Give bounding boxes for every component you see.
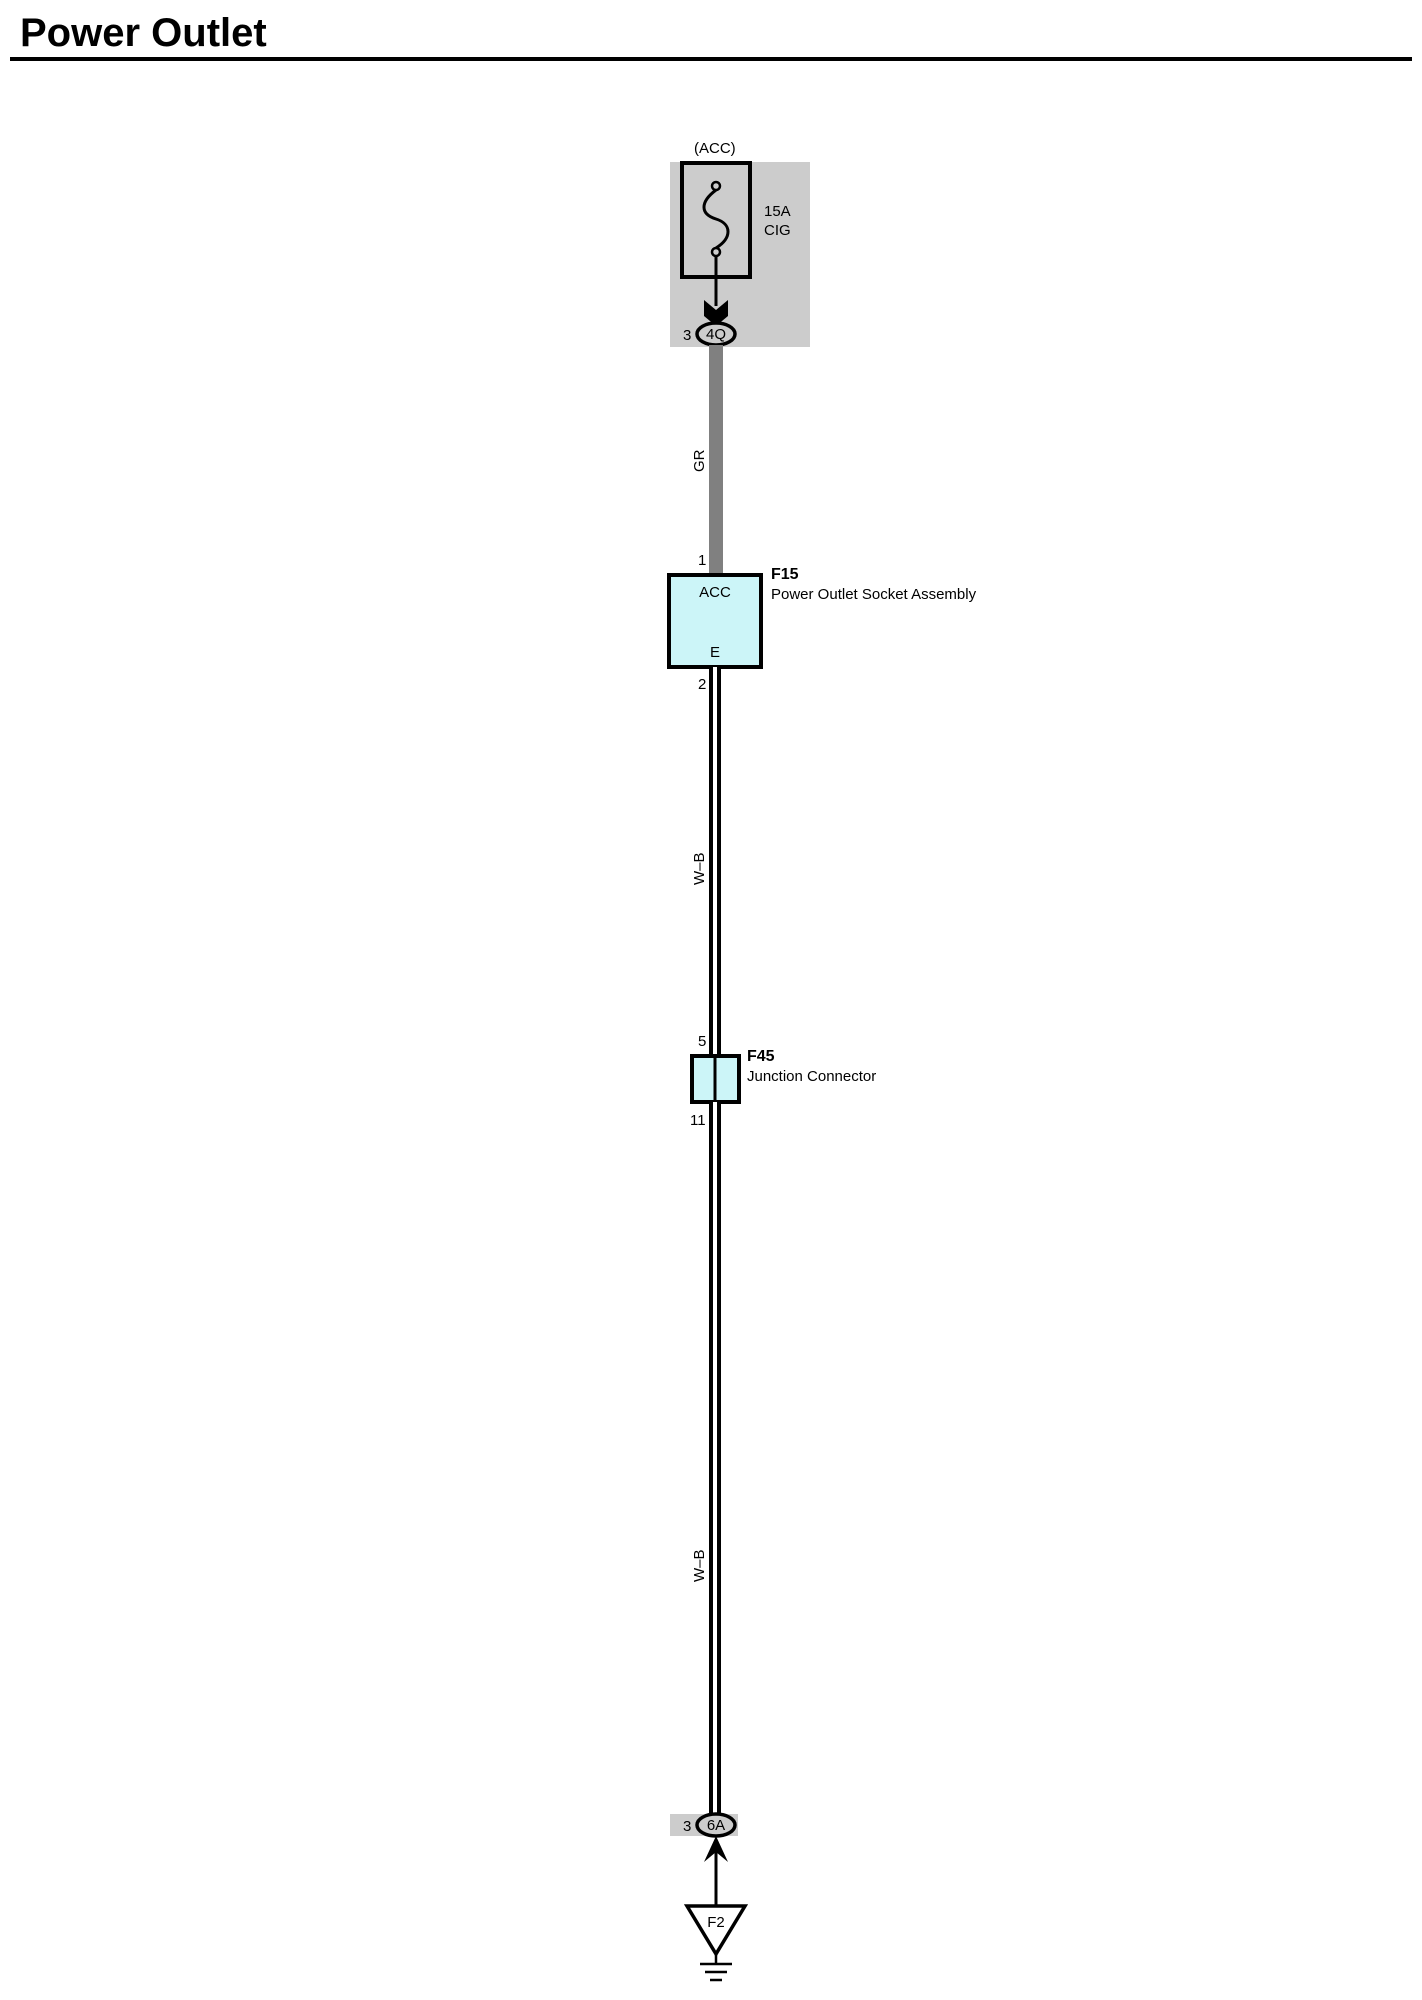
wire-wb-1-label: W–B bbox=[691, 852, 708, 885]
ground-connector-pin: 3 bbox=[683, 1818, 691, 1835]
wire-wb-1[interactable] bbox=[709, 667, 721, 1055]
wire-gr[interactable] bbox=[709, 345, 723, 575]
connector-arrow-icon bbox=[704, 300, 728, 326]
junction-name: Junction Connector bbox=[747, 1068, 876, 1085]
earth-ground-icon bbox=[700, 1954, 732, 1982]
junction-pin-top: 5 bbox=[698, 1033, 706, 1050]
fuse-rating-label: 15A bbox=[764, 203, 791, 220]
socket-pin-bottom: 2 bbox=[698, 676, 706, 693]
connector-4q-label: 4Q bbox=[706, 326, 726, 343]
fuse-name-label: CIG bbox=[764, 222, 791, 239]
ground-arrow-icon bbox=[704, 1836, 728, 1862]
wire-gr-label: GR bbox=[691, 449, 708, 472]
fuse-element-icon bbox=[702, 188, 730, 250]
junction-code: F45 bbox=[747, 1048, 775, 1065]
title-rule bbox=[10, 57, 1412, 61]
power-source-label: (ACC) bbox=[694, 140, 736, 157]
connector-6a-label: 6A bbox=[707, 1817, 725, 1834]
wire-wb-2[interactable] bbox=[709, 1102, 721, 1815]
fuse-block-background bbox=[670, 162, 810, 347]
wire-wb-2-label: W–B bbox=[691, 1549, 708, 1582]
ground-code: F2 bbox=[707, 1914, 725, 1931]
socket-pin-top: 1 bbox=[698, 552, 706, 569]
socket-name: Power Outlet Socket Assembly bbox=[771, 586, 977, 603]
socket-terminal-acc: ACC bbox=[699, 584, 731, 601]
page-title: Power Outlet bbox=[20, 11, 267, 55]
socket-terminal-e: E bbox=[710, 644, 720, 661]
junction-pin-bottom: 11 bbox=[690, 1112, 706, 1129]
socket-code: F15 bbox=[771, 566, 799, 583]
ground-point-triangle[interactable] bbox=[683, 1904, 749, 1958]
fuse-connector-pin: 3 bbox=[683, 327, 691, 344]
